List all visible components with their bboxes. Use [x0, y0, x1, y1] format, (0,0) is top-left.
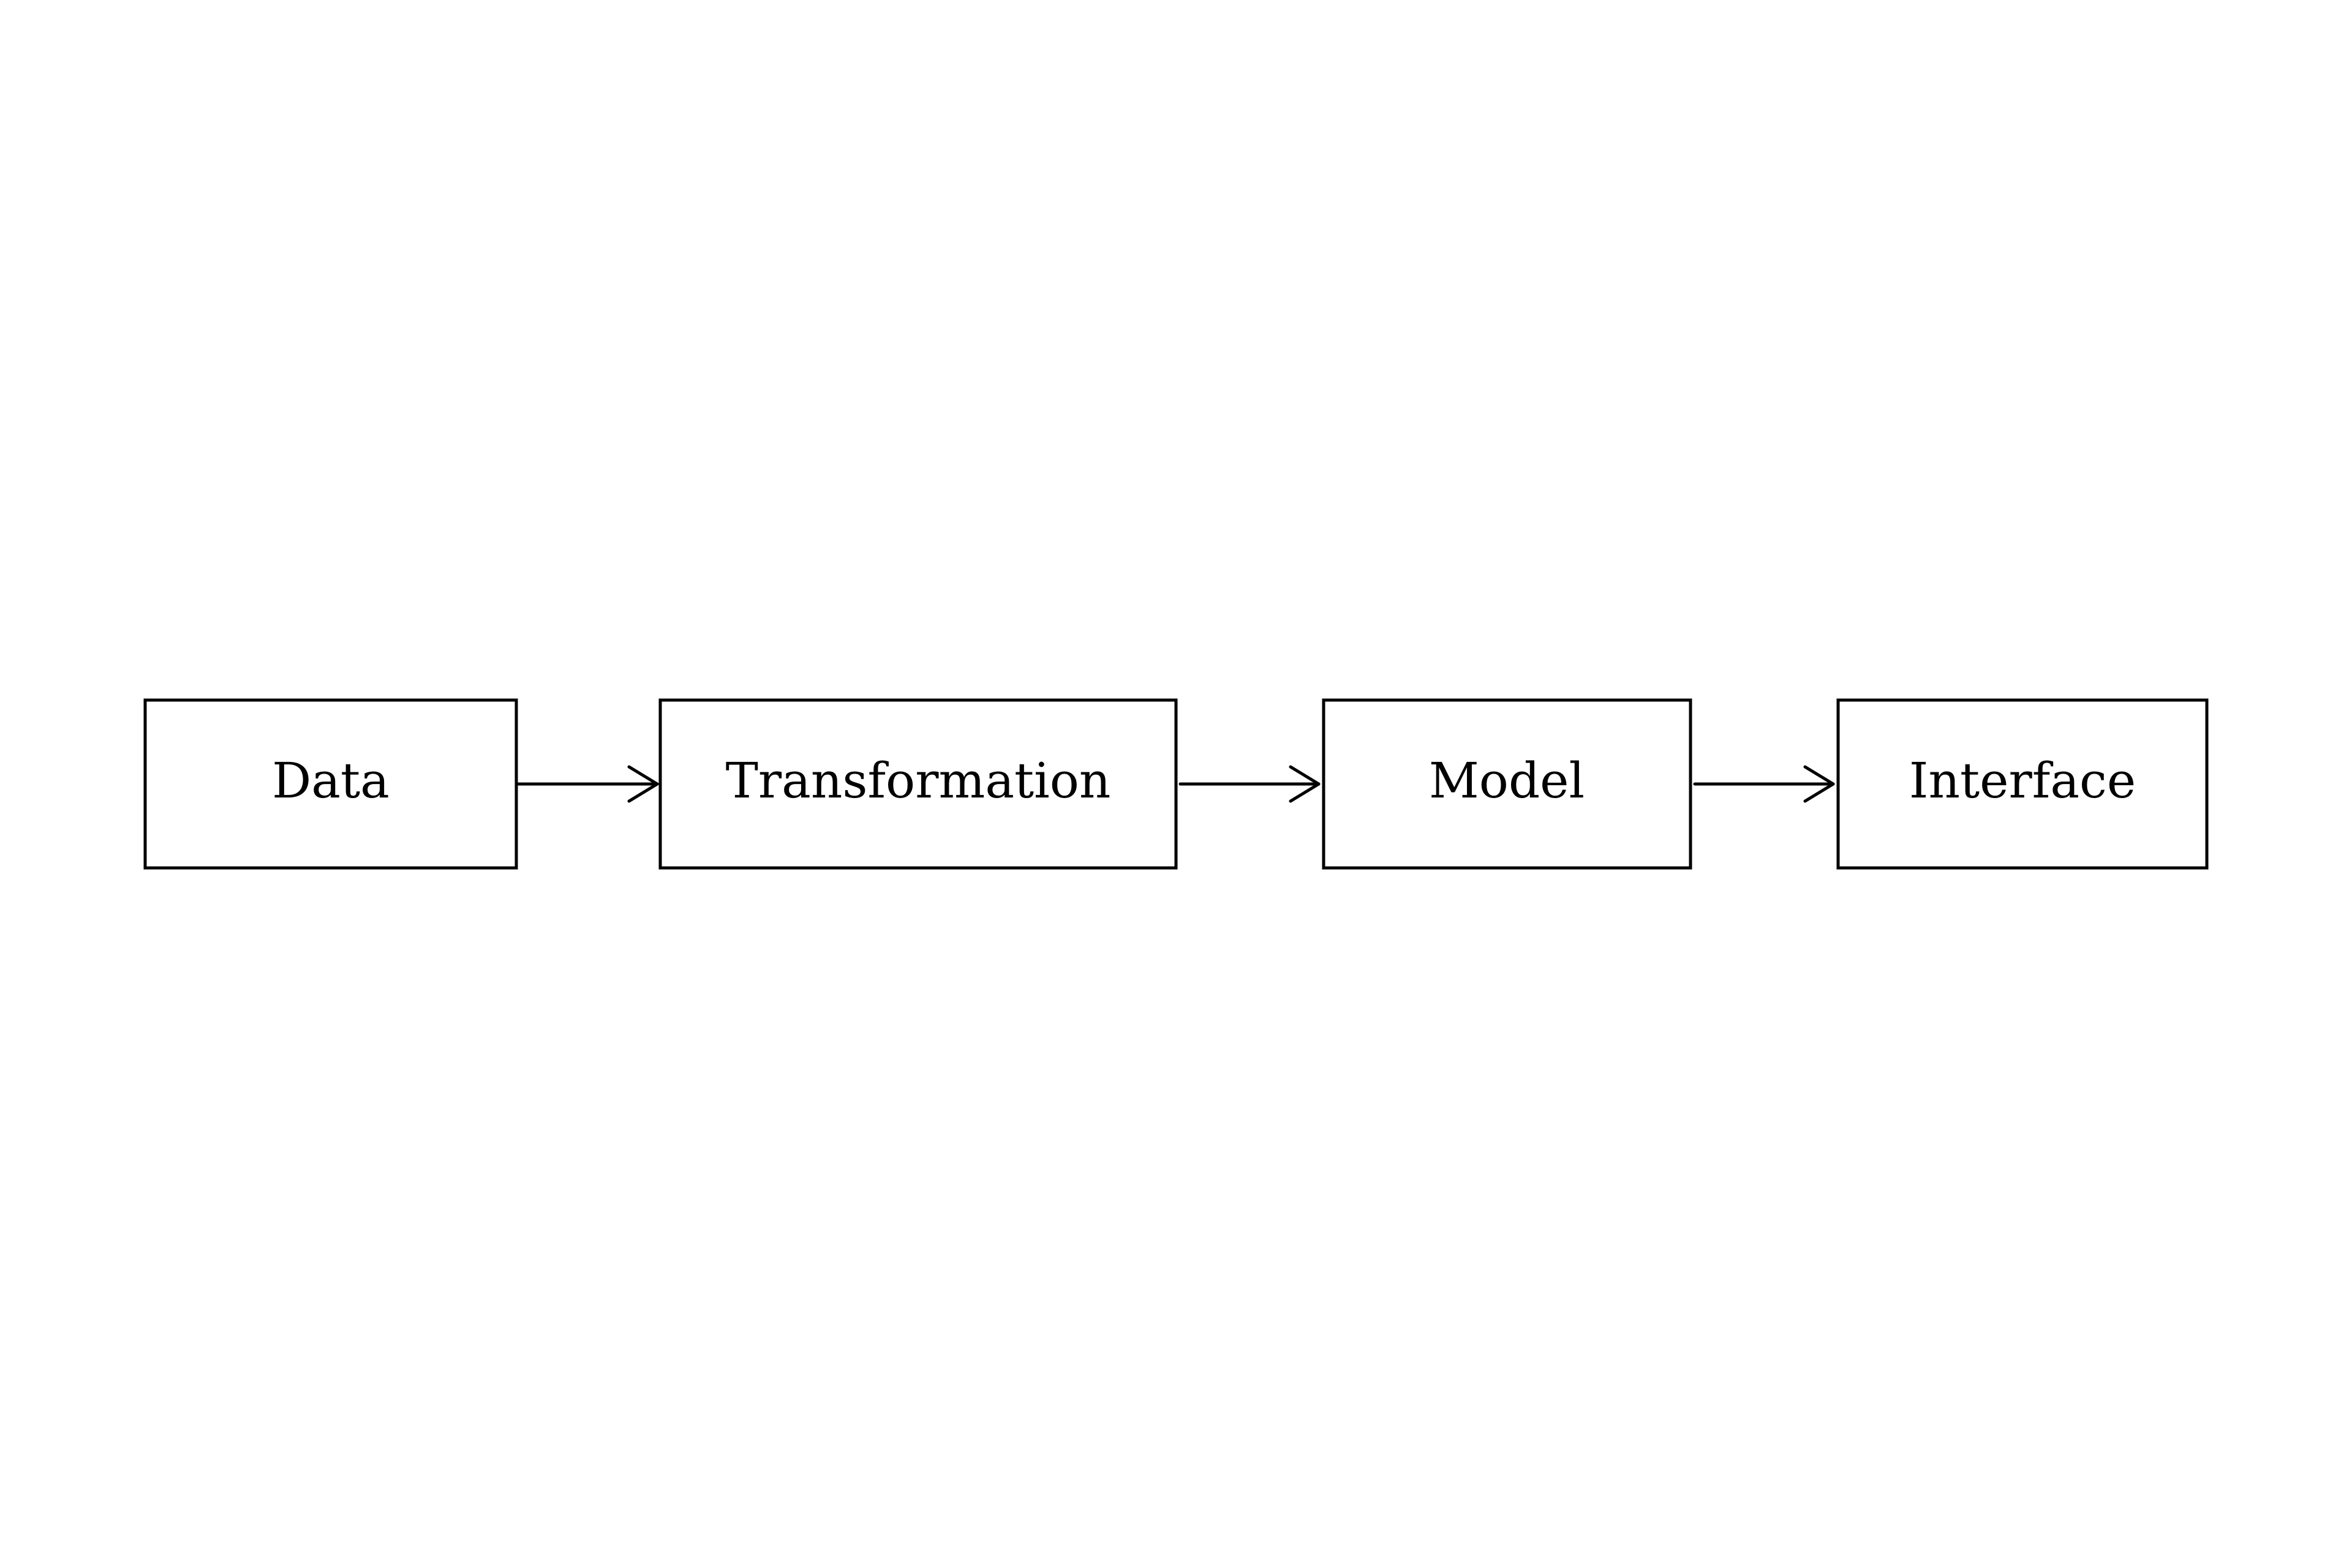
edge-model-to-interface	[1693, 765, 1835, 803]
node-transformation-box	[658, 698, 1178, 870]
node-interface-box	[1836, 698, 2209, 870]
arrowhead-icon	[1289, 765, 1321, 803]
node-data-box	[143, 698, 518, 870]
node-model-box	[1322, 698, 1692, 870]
edge-data-to-transformation	[516, 765, 659, 803]
node-model-label: Model	[1429, 752, 1585, 809]
node-transformation: Transformation	[658, 698, 1178, 870]
node-interface-label: Interface	[1909, 752, 2136, 809]
node-data-label: Data	[272, 752, 390, 809]
node-model: Model	[1322, 698, 1692, 870]
arrowhead-icon	[1803, 765, 1835, 803]
node-data: Data	[143, 698, 518, 870]
node-interface: Interface	[1836, 698, 2209, 870]
edge-transformation-to-model	[1178, 765, 1321, 803]
arrowhead-icon	[627, 765, 659, 803]
node-transformation-label: Transformation	[726, 752, 1111, 809]
